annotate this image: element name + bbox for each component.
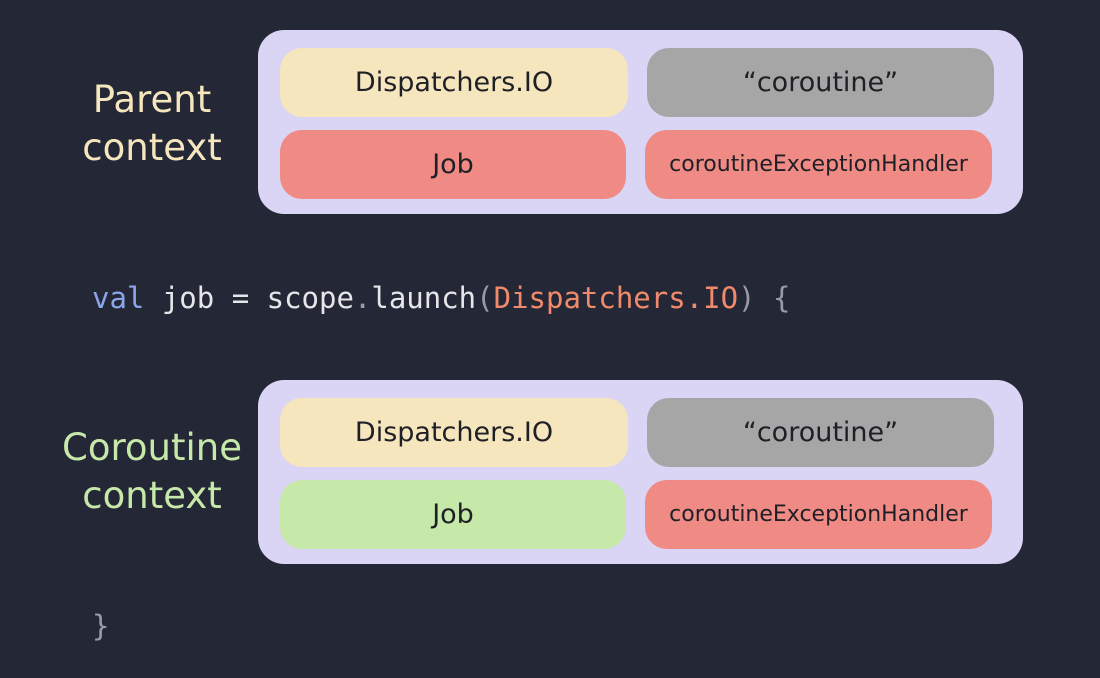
coroutine-context-label-line1: Coroutine <box>62 426 242 469</box>
parent-dispatcher-element: Dispatchers.IO <box>280 48 628 117</box>
parent-context-label-line1: Parent <box>92 78 212 121</box>
code-job-scope: job = scope <box>144 281 354 315</box>
code-open-paren: ( <box>476 281 494 315</box>
coroutine-exception-handler-element: coroutineExceptionHandler <box>645 480 992 549</box>
coroutine-context-label: Coroutine context <box>37 424 267 520</box>
code-dispatcher-argument: Dispatchers.IO <box>493 281 739 315</box>
parent-exception-handler-element: coroutineExceptionHandler <box>645 130 992 199</box>
coroutine-name-element: “coroutine” <box>647 398 994 467</box>
code-close-brace: } <box>92 609 110 643</box>
code-launch-method: launch <box>371 281 477 315</box>
parent-job-element: Job <box>280 130 626 199</box>
parent-context-label: Parent context <box>37 76 267 172</box>
code-close-paren: ) <box>738 281 756 315</box>
coroutine-context-label-line2: context <box>82 474 222 517</box>
code-keyword-val: val <box>92 281 145 315</box>
code-dot: . <box>353 281 372 315</box>
coroutine-job-element: Job <box>280 480 626 549</box>
parent-name-element: “coroutine” <box>647 48 994 117</box>
coroutine-dispatcher-element: Dispatchers.IO <box>280 398 628 467</box>
coroutine-context-box: Dispatchers.IO “coroutine” Job coroutine… <box>258 380 1023 564</box>
code-open-brace: { <box>755 281 791 315</box>
parent-context-label-line2: context <box>82 126 222 169</box>
launch-code-line: val job = scope.launch(Dispatchers.IO) { <box>92 281 790 315</box>
parent-context-box: Dispatchers.IO “coroutine” Job coroutine… <box>258 30 1023 214</box>
